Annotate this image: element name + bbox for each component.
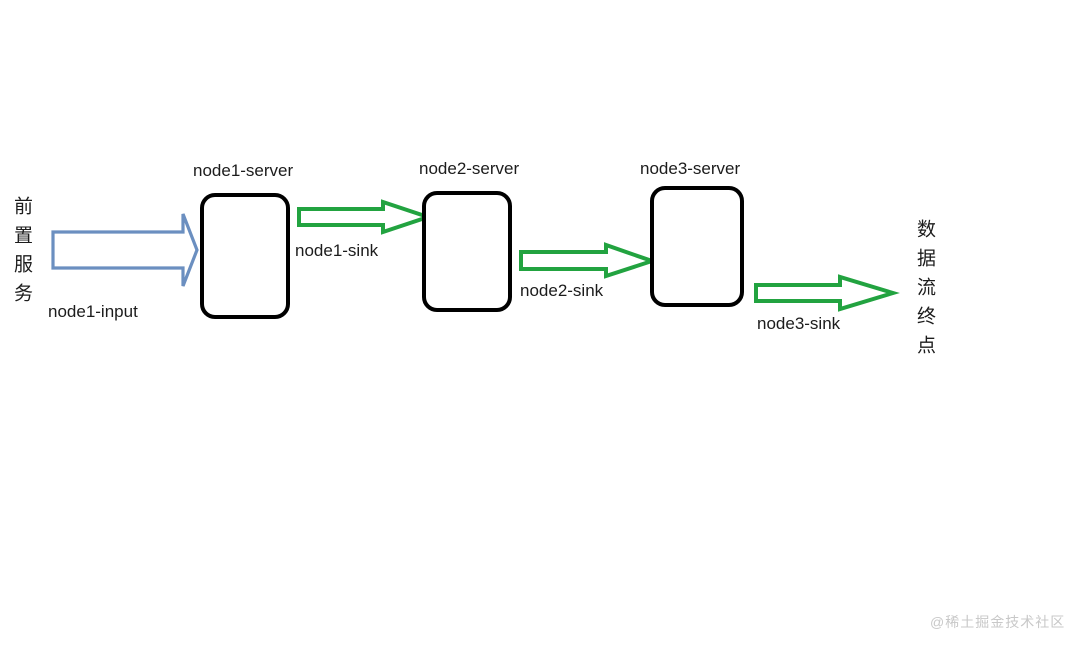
data-flow-endpoint-label: 数据流终点	[914, 219, 935, 364]
node1-input-arrow	[51, 213, 199, 287]
node2-server-box	[422, 191, 512, 312]
node3-sink-label: node3-sink	[757, 314, 841, 333]
node2-server-title: node2-server	[419, 159, 520, 178]
node1-server-title: node1-server	[193, 161, 294, 180]
node1-input-label: node1-input	[48, 302, 138, 321]
node3-server-title: node3-server	[640, 159, 741, 178]
node1-sink-arrow	[297, 199, 435, 235]
source-service-label: 前置服务	[11, 196, 32, 312]
node1-sink-label: node1-sink	[295, 241, 379, 260]
node3-server-box	[650, 186, 744, 307]
node3-sink-arrow	[754, 274, 900, 312]
node2-sink-arrow	[519, 242, 659, 279]
node2-sink-label: node2-sink	[520, 281, 604, 300]
node1-server-box	[200, 193, 290, 319]
watermark: @稀土掘金技术社区	[930, 614, 1066, 630]
